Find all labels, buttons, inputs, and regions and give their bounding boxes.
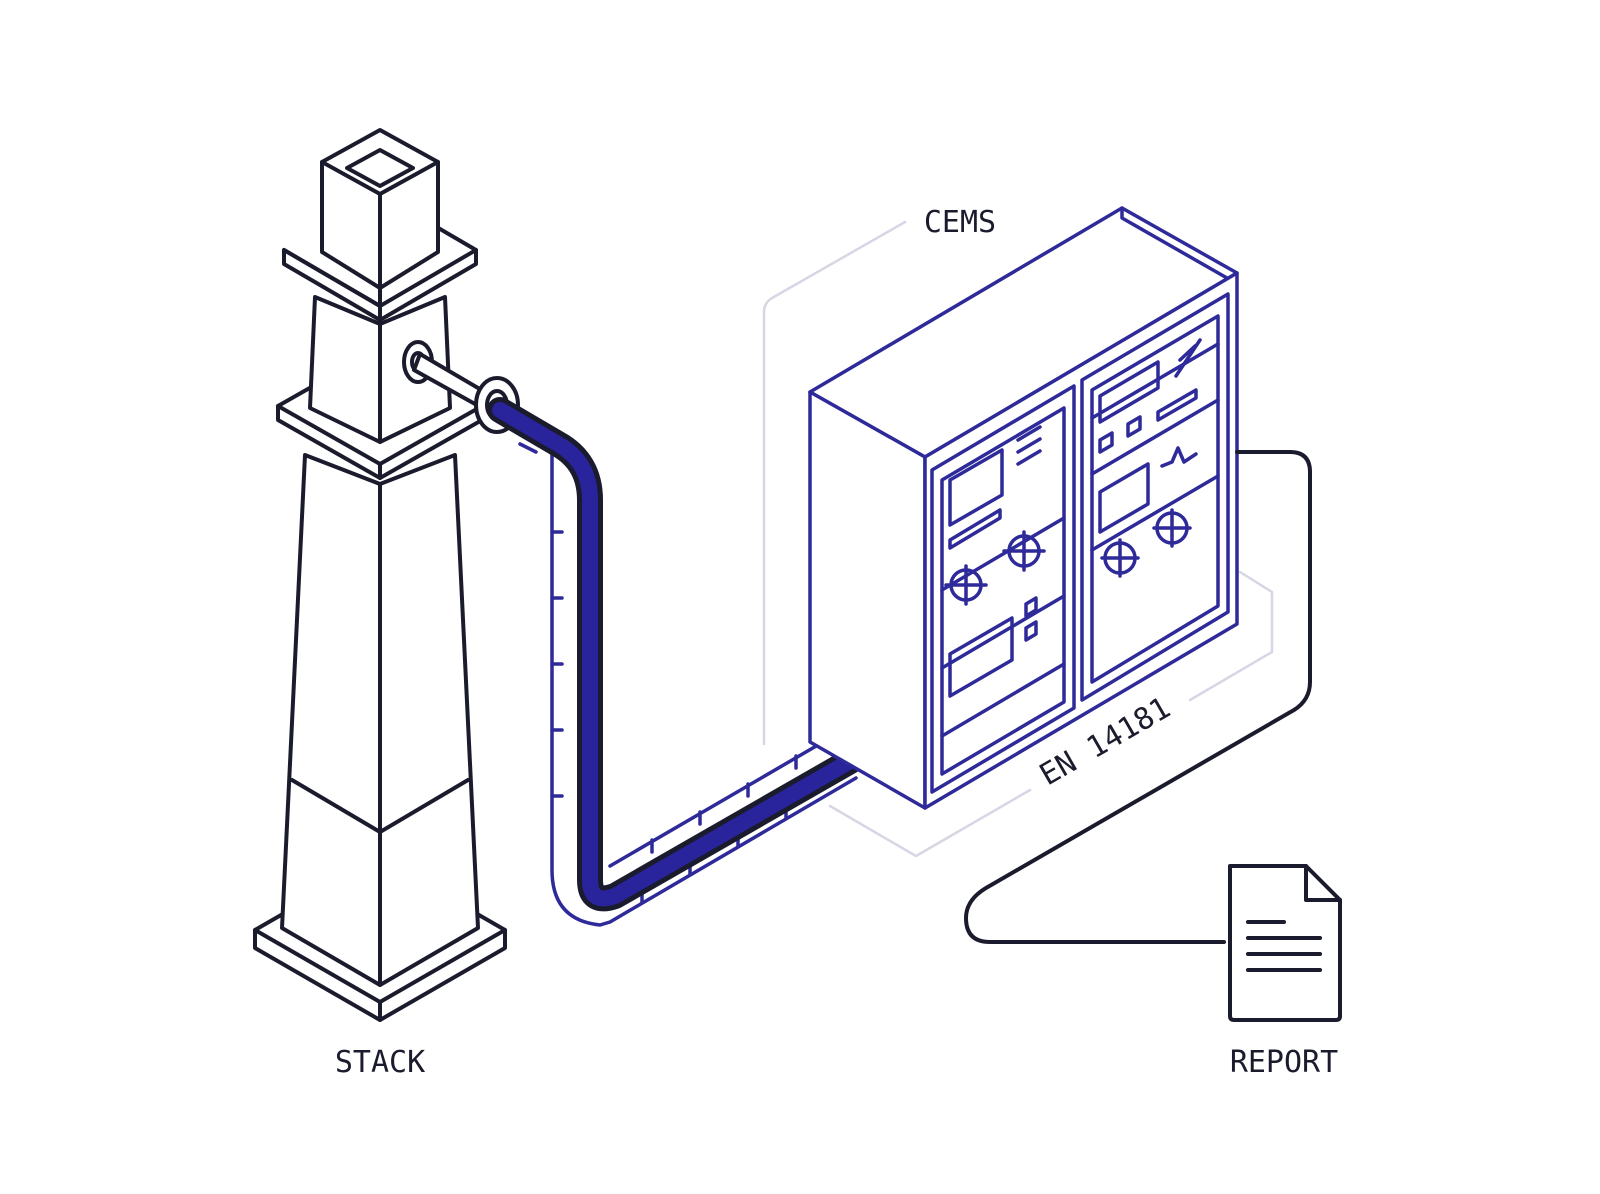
en14181-bracket-line bbox=[828, 570, 1274, 858]
analyzer-cabinet-icon bbox=[808, 206, 1239, 810]
heated-sample-line bbox=[487, 397, 879, 927]
cems-leader-line bbox=[762, 220, 907, 746]
document-icon bbox=[1228, 864, 1342, 1022]
report-label: REPORT bbox=[1230, 1045, 1338, 1080]
stack-label: STACK bbox=[335, 1045, 425, 1080]
chimney-stack-icon bbox=[253, 128, 507, 1022]
cems-label: CEMS bbox=[924, 205, 996, 240]
data-link-line bbox=[964, 450, 1312, 944]
